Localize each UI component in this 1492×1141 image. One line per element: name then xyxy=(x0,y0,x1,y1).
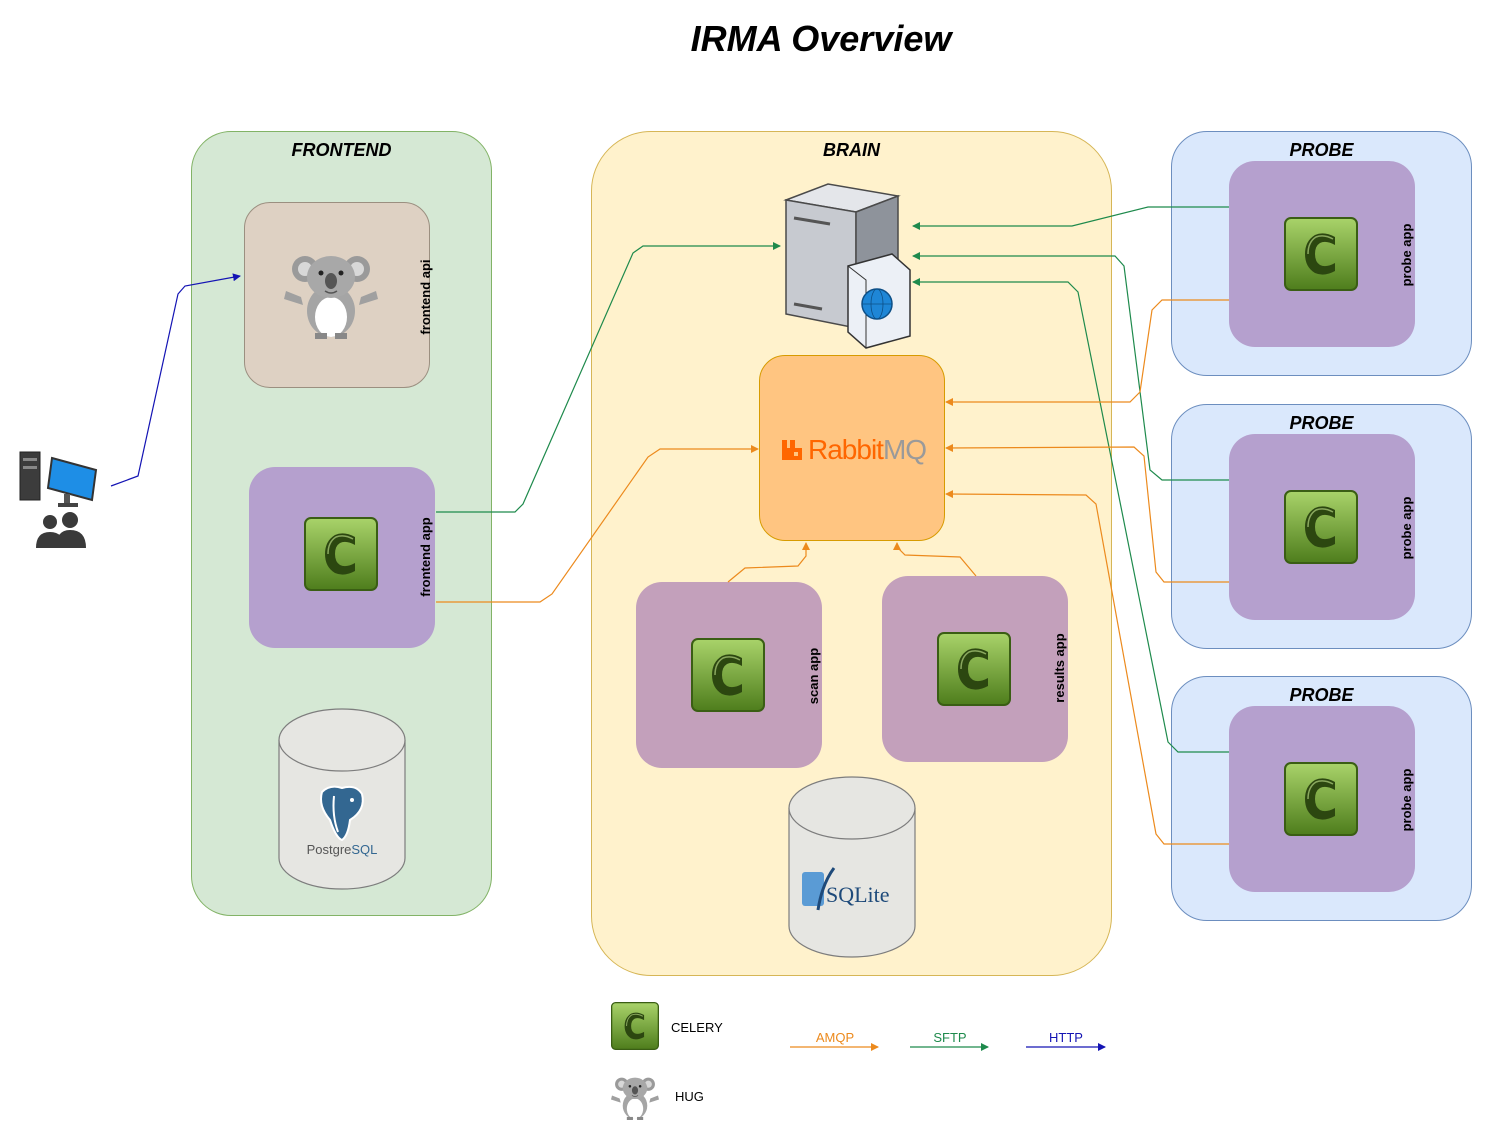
frontend-api-label: frontend api xyxy=(418,259,433,335)
koala-icon xyxy=(281,249,381,339)
legend-hug-label: HUG xyxy=(675,1089,704,1104)
elephant-icon xyxy=(320,785,364,842)
celery-icon xyxy=(304,517,378,591)
legend-koala-icon xyxy=(604,1074,666,1120)
frontend-app-node: frontend app xyxy=(249,467,435,648)
probe-app-node-2: probe app xyxy=(1229,434,1415,620)
user-workstation-icon xyxy=(19,451,98,548)
probe-app-label: probe app xyxy=(1399,768,1414,832)
rabbitmq-node: RabbitMQ xyxy=(759,355,945,541)
frontend-api-node: frontend api xyxy=(244,202,433,388)
celery-icon xyxy=(691,638,765,712)
celery-icon xyxy=(937,632,1011,706)
rabbitmq-icon xyxy=(782,440,802,460)
scan-app-node: scan app xyxy=(636,582,822,768)
probe-app-label: probe app xyxy=(1399,496,1414,560)
scan-app-label: scan app xyxy=(806,647,821,705)
probe-app-node-1: probe app xyxy=(1229,161,1415,347)
postgresql-label: PostgreSQL xyxy=(306,842,378,857)
brain-group-label: BRAIN xyxy=(823,140,880,160)
legend-amqp-label: AMQP xyxy=(815,1030,855,1045)
sqlite-feather-icon xyxy=(802,867,836,911)
diagram-title: IRMA Overview xyxy=(690,18,952,59)
sqlite-database xyxy=(788,776,916,958)
results-app-label: results app xyxy=(1052,633,1067,703)
frontend-app-label: frontend app xyxy=(418,517,433,597)
sqlite-logo-text: SQLite xyxy=(826,882,890,907)
frontend-group-label: FRONTEND xyxy=(291,140,392,160)
rabbitmq-logo-text: RabbitMQ xyxy=(808,434,927,465)
server-icon xyxy=(783,183,911,349)
celery-icon xyxy=(1284,762,1358,836)
probe-group-label: PROBE xyxy=(1289,413,1354,433)
results-app-node: results app xyxy=(882,576,1068,762)
document-globe-icon xyxy=(847,253,911,349)
celery-icon xyxy=(1284,490,1358,564)
probe-group-label: PROBE xyxy=(1289,140,1354,160)
legend-sftp-label: SFTP xyxy=(933,1030,967,1045)
legend-celery-icon xyxy=(611,1002,659,1050)
legend-http-label: HTTP xyxy=(1049,1030,1083,1045)
probe-app-node-3: probe app xyxy=(1229,706,1415,892)
postgresql-database xyxy=(278,708,406,890)
celery-icon xyxy=(1284,217,1358,291)
probe-group-label: PROBE xyxy=(1289,685,1354,705)
users-icon xyxy=(36,512,86,548)
probe-app-label: probe app xyxy=(1399,223,1414,287)
legend-celery-label: CELERY xyxy=(671,1020,723,1035)
